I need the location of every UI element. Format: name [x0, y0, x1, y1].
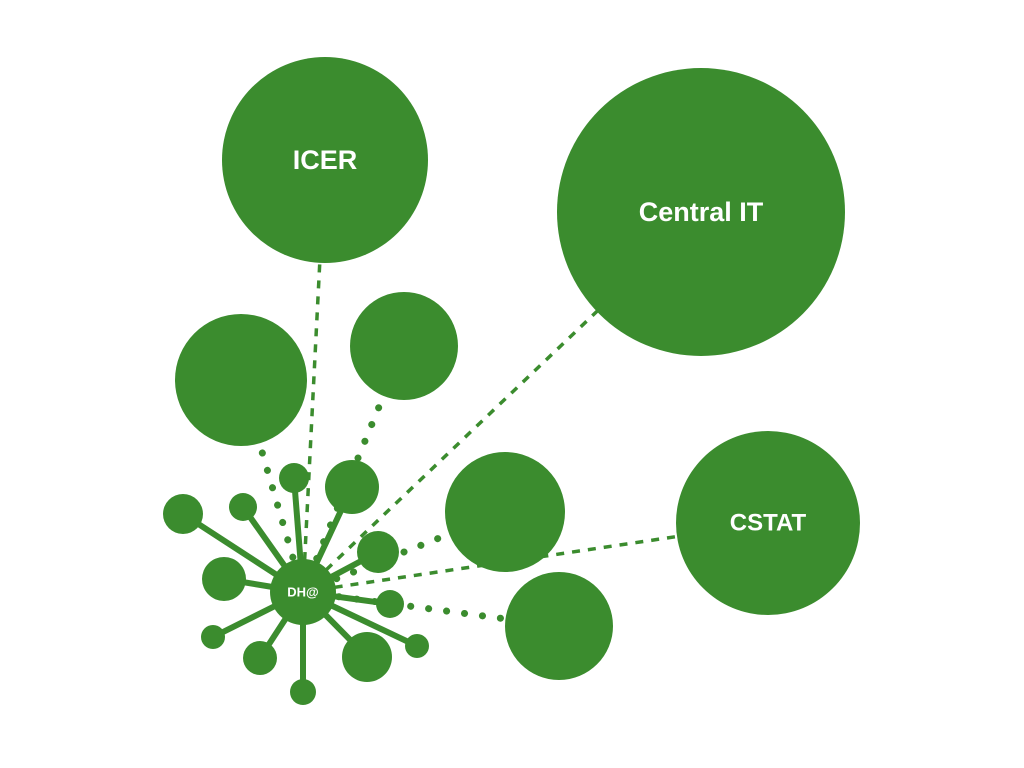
node-label-cstat: CSTAT [730, 510, 807, 537]
node-unit-d [505, 572, 613, 680]
hub-satellite-node-4 [357, 531, 399, 573]
node-label-central-it: Central IT [639, 197, 764, 227]
node-cstat [676, 431, 860, 615]
hub-satellite-node-8 [290, 679, 316, 705]
node-label-hub: DH@ [287, 585, 318, 600]
node-hub [270, 559, 336, 625]
hub-satellite-node-10 [201, 625, 225, 649]
hub-satellite-node-2 [279, 463, 309, 493]
node-central-it [557, 68, 845, 356]
hub-satellite-node-6 [405, 634, 429, 658]
node-icer [222, 57, 428, 263]
edge-hub-central-it-dashed [301, 210, 703, 594]
hub-satellite-node-3 [325, 460, 379, 514]
hub-satellite-node-11 [202, 557, 246, 601]
hub-satellite-node-9 [243, 641, 277, 675]
node-unit-c [445, 452, 565, 572]
node-label-icer: ICER [293, 145, 358, 175]
hub-satellite-node-1 [229, 493, 257, 521]
hub-satellite-node-0 [163, 494, 203, 534]
node-unit-a [175, 314, 307, 446]
node-unit-b [350, 292, 458, 400]
hub-satellite-node-5 [376, 590, 404, 618]
hub-satellite-node-7 [342, 632, 392, 682]
